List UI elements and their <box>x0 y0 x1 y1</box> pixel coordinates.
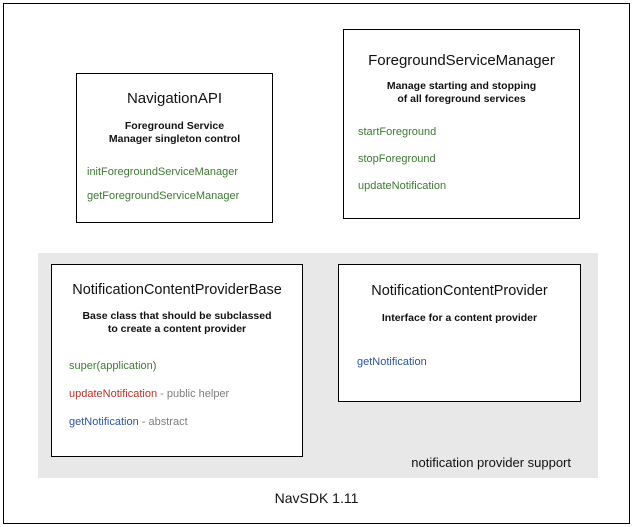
class-description-foreground-service-manager: Manage starting and stopping of all fore… <box>344 80 579 106</box>
member-name: getForegroundServiceManager <box>87 190 240 202</box>
description-line: of all foreground services <box>397 93 526 105</box>
member-name: updateNotification <box>358 180 447 192</box>
member-item[interactable]: super(application) <box>69 359 302 373</box>
member-item[interactable]: getNotification - abstract <box>69 415 302 429</box>
member-name: startForeground <box>358 126 437 138</box>
member-list-foreground-service-manager: startForeground stopForeground updateNot… <box>344 125 579 193</box>
member-name: getNotification <box>69 416 139 428</box>
class-box-notification-content-provider-base[interactable]: NotificationContentProviderBase Base cla… <box>51 264 303 457</box>
class-box-notification-content-provider[interactable]: NotificationContentProvider Interface fo… <box>338 264 581 402</box>
member-item[interactable]: startForeground <box>358 125 579 139</box>
member-name: getNotification <box>357 356 427 368</box>
member-item[interactable]: stopForeground <box>358 152 579 166</box>
group-label: notification provider support <box>411 455 571 470</box>
member-item[interactable]: updateNotification - public helper <box>69 387 302 401</box>
member-item[interactable]: getForegroundServiceManager <box>87 189 272 203</box>
member-item[interactable]: getNotification <box>357 355 580 369</box>
member-name: super(application) <box>69 360 157 372</box>
class-box-foreground-service-manager[interactable]: ForegroundServiceManager Manage starting… <box>343 29 580 219</box>
class-box-navigation-api[interactable]: NavigationAPI Foreground Service Manager… <box>76 73 273 223</box>
description-line: Manager singleton control <box>108 133 241 145</box>
class-description-navigation-api: Foreground Service Manager singleton con… <box>77 120 272 146</box>
class-description-notification-content-provider-base: Base class that should be subclassed to … <box>52 310 302 336</box>
member-name: updateNotification <box>69 388 158 400</box>
class-title-notification-content-provider: NotificationContentProvider <box>371 283 548 299</box>
member-item[interactable]: initForegroundServiceManager <box>87 165 272 179</box>
description-line: to create a content provider <box>107 323 247 335</box>
member-item[interactable]: updateNotification <box>358 179 579 193</box>
description-line: Manage starting and stopping <box>386 80 537 92</box>
member-list-notification-content-provider-base: super(application) updateNotification - … <box>52 359 302 429</box>
class-title-navigation-api: NavigationAPI <box>126 90 223 107</box>
member-list-navigation-api: initForegroundServiceManager getForegrou… <box>77 165 272 203</box>
member-list-notification-content-provider: getNotification <box>339 355 580 369</box>
description-line: Interface for a content provider <box>381 312 538 324</box>
member-note: - abstract <box>138 416 188 428</box>
member-name: stopForeground <box>358 153 436 165</box>
description-line: Base class that should be subclassed <box>82 310 272 322</box>
class-title-foreground-service-manager: ForegroundServiceManager <box>368 52 555 69</box>
description-line: Foreground Service <box>124 120 225 132</box>
class-description-notification-content-provider: Interface for a content provider <box>339 312 580 325</box>
member-note: - public helper <box>157 388 230 400</box>
footer-caption: NavSDK 1.11 <box>274 490 359 506</box>
member-name: initForegroundServiceManager <box>87 166 239 178</box>
class-title-notification-content-provider-base: NotificationContentProviderBase <box>72 282 282 298</box>
